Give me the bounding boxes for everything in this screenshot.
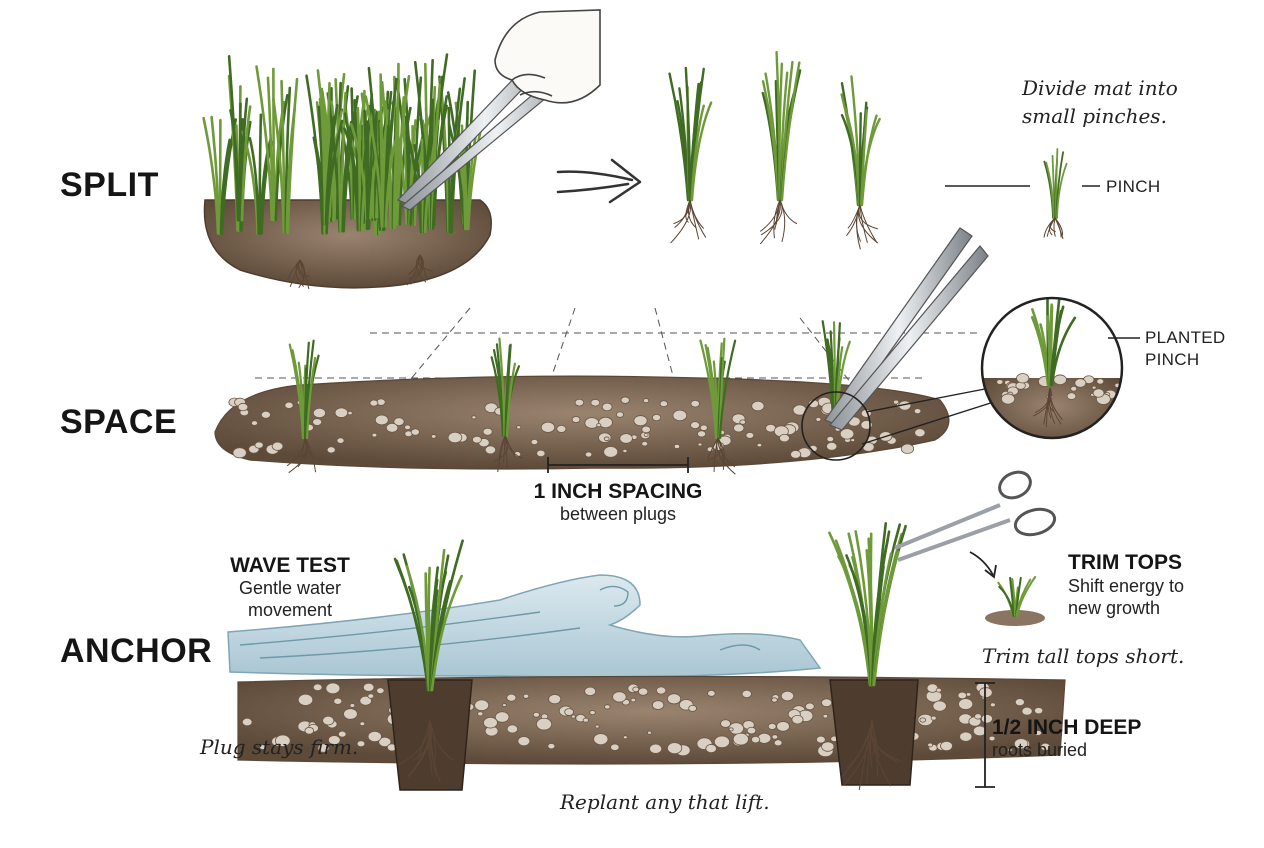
step-space-label: SPACE [60,403,178,441]
grass-mat [202,53,484,290]
magnify-line-bottom [861,399,1001,445]
roots [286,437,323,474]
tweezers-icon [824,227,989,431]
depth-subtitle: roots buried [992,740,1088,760]
grass-tuft [840,75,881,207]
space-row [214,227,1140,475]
replant-note: Replant any that lift. [560,790,770,814]
water-wave [227,574,822,678]
step-anchor-label: ANCHOR [60,632,213,670]
roots [398,719,454,783]
grass-tuft [272,77,299,234]
pinch-label: PINCH [1106,177,1161,196]
grass-tuft [227,55,252,222]
grass-tuft [997,575,1037,617]
depth-bracket [975,682,995,788]
anchored-plants [393,522,907,790]
grass-tuft [699,337,737,440]
curved-arrow-icon [969,551,997,579]
roots [846,204,879,250]
grass-tuft [761,50,802,202]
split-note-line2: small pinches. [1022,104,1167,128]
spacing-dimension [547,457,689,473]
magnify-line-top [865,387,991,413]
grass-tuft [1043,148,1068,219]
planted-label-line1: PLANTED [1145,328,1226,347]
grass-tuft [828,522,907,687]
soil-bed [214,375,950,470]
planted-label-line2: PINCH [1145,350,1200,369]
grass-tuft [364,95,399,228]
scissors-icon [894,470,1057,562]
trimmed-clump [985,575,1045,626]
roots [759,199,798,245]
planting-spot-circle [801,391,871,461]
trim-tops-sub2: new growth [1068,598,1161,618]
roots [1033,387,1063,428]
grass-tuft [288,339,320,440]
spacing-subtitle: between plugs [559,504,677,524]
split-note-line1: Divide mat into [1022,76,1178,100]
step-split-label: SPLIT [60,166,159,204]
trim-note: Trim tall tops short. [982,644,1185,668]
wave-test-sub2: movement [247,600,333,620]
trim-tops-title: TRIM TOPS [1068,551,1182,574]
split-row [202,9,1100,290]
wave-test-title: WAVE TEST [230,554,350,577]
roots [287,259,310,290]
spacing-title: 1 INCH SPACING [533,480,703,503]
anchor-row [227,470,1066,791]
roots [707,437,736,475]
roots [1043,217,1064,240]
depth-title: 1/2 INCH DEEP [992,716,1142,739]
grass-tuft [393,539,464,692]
grass-tuft [202,115,238,235]
arrow-right-icon [556,158,642,204]
hand-icon [494,9,601,104]
grass-tuft [490,337,521,438]
grass-tuft [1030,298,1077,387]
trim-tops-sub1: Shift energy to [1068,576,1185,596]
grass-tuft [349,109,383,220]
grass-tuft [312,115,344,226]
roots [842,719,904,790]
plug-stays-note: Plug stays firm. [200,735,359,759]
roots [407,254,433,286]
roots [493,435,523,472]
wave-test-sub1: Gentle water [238,578,342,598]
roots [670,199,707,244]
pinch-plants [668,50,1068,250]
grass-tuft [668,66,713,202]
magnify-circle [980,296,1124,440]
